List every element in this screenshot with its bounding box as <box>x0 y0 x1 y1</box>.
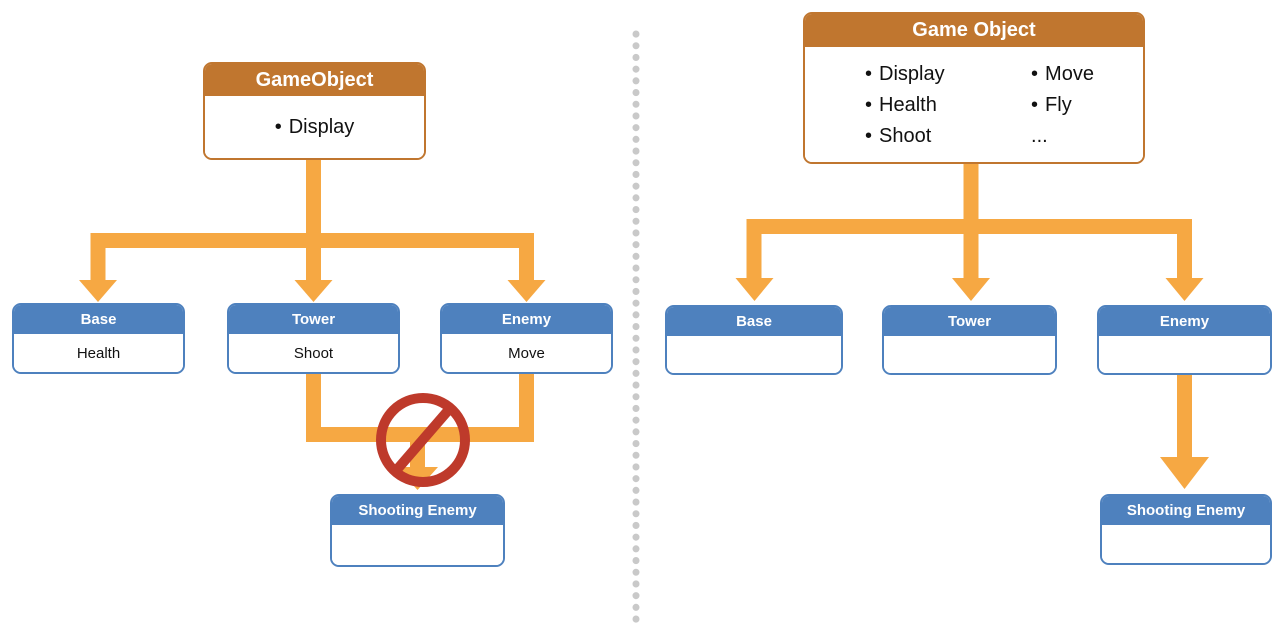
bullet-glyph: • <box>1031 93 1039 116</box>
feature-label: ... <box>1031 124 1048 147</box>
arrow-head <box>735 278 774 301</box>
bullet-glyph: • <box>865 93 873 116</box>
feature-label: Shoot <box>879 124 932 147</box>
node-body <box>884 336 1055 373</box>
node-body <box>1102 525 1270 563</box>
node-title: Tower <box>884 307 1055 336</box>
feature-label: Display <box>879 62 945 85</box>
left-children-to-shooting-enemy-connector <box>306 373 534 490</box>
connector-bar <box>306 427 534 442</box>
feature-item: • Health <box>865 90 1031 121</box>
no-entry-circle <box>376 393 470 487</box>
connector-bar <box>746 219 1192 234</box>
arrow-head <box>952 278 990 301</box>
feature-item: • Display <box>865 59 1031 90</box>
right-base-node: Base <box>665 305 843 375</box>
arrow-stem <box>519 248 534 281</box>
node-title: Enemy <box>1099 307 1270 336</box>
feature-list-col-2: • Move • Fly ... <box>1031 59 1094 152</box>
node-title: Tower <box>229 305 398 334</box>
node-title: GameObject <box>205 64 424 96</box>
feature-item: • Move <box>1031 59 1094 90</box>
left-gameobject-node: GameObject • Display <box>203 62 426 160</box>
feature-item: • Shoot <box>865 121 1031 152</box>
arrow-stem <box>306 373 321 442</box>
node-title: Game Object <box>805 14 1143 47</box>
connector-bar <box>90 233 534 248</box>
arrow-head <box>294 280 333 302</box>
right-enemy-node: Enemy <box>1097 305 1272 375</box>
node-body: Shoot <box>229 334 398 372</box>
left-root-to-children-connector <box>79 158 546 302</box>
feature-label: Fly <box>1045 93 1072 116</box>
node-body: Health <box>14 334 183 372</box>
left-shooting-enemy-node: Shooting Enemy <box>330 494 505 567</box>
no-entry-icon <box>376 393 470 487</box>
node-body: • Display • Health • Shoot • Move • Fly ... <box>805 47 1143 162</box>
feature-label: Health <box>879 93 937 116</box>
arrow-stem <box>306 158 321 281</box>
feature-item: • Fly <box>1031 90 1094 121</box>
right-enemy-to-shooting-enemy-arrow <box>1160 373 1209 489</box>
right-shooting-enemy-node: Shooting Enemy <box>1100 494 1272 565</box>
arrow-stem <box>90 248 106 281</box>
node-title: Base <box>14 305 183 334</box>
right-root-to-children-connector <box>735 162 1204 301</box>
node-body <box>332 525 503 565</box>
feature-label: Move <box>1045 62 1094 85</box>
node-body: • Display <box>205 96 424 158</box>
arrow-head <box>1165 278 1204 301</box>
node-title: Base <box>667 307 841 336</box>
node-body <box>1099 336 1270 373</box>
bullet-glyph: • <box>865 62 873 85</box>
feature-item: ... <box>1031 121 1094 152</box>
node-title: Shooting Enemy <box>332 496 503 525</box>
no-entry-slash <box>390 402 456 477</box>
left-base-node: Base Health <box>12 303 185 374</box>
bullet-glyph: • <box>865 124 873 147</box>
bullet-glyph: • <box>274 115 282 138</box>
node-body: Move <box>442 334 611 372</box>
arrow-head <box>79 280 117 302</box>
node-title: Enemy <box>442 305 611 334</box>
feature-list-col-1: • Display • Health • Shoot <box>865 59 1031 152</box>
arrow-stem <box>1177 234 1192 278</box>
node-body <box>667 336 841 373</box>
right-gameobject-node: Game Object • Display • Health • Shoot • Mov… <box>803 12 1145 164</box>
left-enemy-node: Enemy Move <box>440 303 613 374</box>
arrow-stem <box>746 234 762 278</box>
bullet-glyph: • <box>1031 62 1039 85</box>
right-tower-node: Tower <box>882 305 1057 375</box>
node-title: Shooting Enemy <box>1102 496 1270 525</box>
left-tower-node: Tower Shoot <box>227 303 400 374</box>
arrow-stem <box>519 373 534 442</box>
feature-item: Display <box>288 115 355 138</box>
arrow-head <box>1160 457 1209 489</box>
arrow-stem <box>1177 373 1192 458</box>
arrow-head <box>507 280 546 302</box>
